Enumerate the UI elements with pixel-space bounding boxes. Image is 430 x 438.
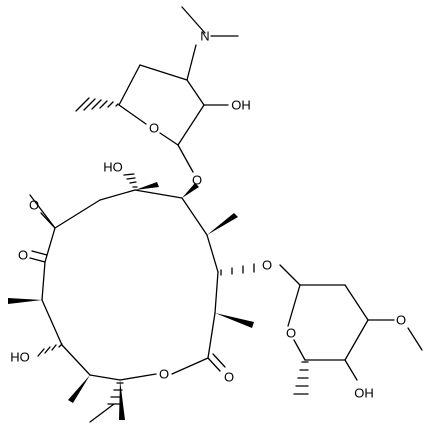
- ring-oxygen-label: O: [149, 121, 159, 136]
- bond: [41, 299, 63, 346]
- bond: [31, 250, 48, 256]
- hashed-bond: [37, 343, 63, 357]
- wedge-bond: [215, 313, 254, 328]
- oh-label: OH: [354, 386, 374, 401]
- bond: [118, 104, 147, 125]
- carbonyl-oxygen-label: O: [224, 370, 234, 385]
- bond: [186, 44, 197, 81]
- bond: [99, 189, 136, 201]
- spiro-epoxide: [29, 194, 56, 229]
- cladinose-sugar: [279, 264, 423, 395]
- glycoside-oxygen-label: O: [192, 173, 202, 188]
- bond: [40, 212, 56, 229]
- bond: [89, 374, 121, 381]
- bond: [279, 264, 301, 286]
- macrolactone-ring: [8, 173, 255, 423]
- bond: [181, 6, 206, 34]
- hashed-bond: [75, 97, 119, 112]
- wedge-bond: [68, 375, 90, 403]
- glycoside-oxygen-label: O: [262, 258, 272, 273]
- bond: [119, 373, 157, 381]
- bond: [206, 234, 219, 273]
- epoxide-oxygen-label: O: [29, 198, 39, 213]
- wedge-bond: [119, 380, 125, 420]
- bond: [344, 284, 369, 321]
- bond: [212, 353, 226, 368]
- methoxy-oxygen-label: O: [396, 313, 406, 328]
- wedge-bond: [8, 298, 42, 304]
- bond: [41, 261, 46, 301]
- bond: [29, 257, 46, 263]
- ketone-oxygen-label: O: [18, 248, 28, 263]
- bond: [181, 197, 208, 236]
- bond: [54, 199, 101, 229]
- n-dimethylamino-label: N: [200, 29, 209, 44]
- bond: [118, 64, 141, 106]
- bond: [177, 144, 194, 173]
- bond: [207, 357, 221, 372]
- bond: [344, 359, 358, 381]
- bond: [134, 189, 183, 199]
- bond: [139, 64, 188, 81]
- bond: [89, 403, 115, 423]
- bond: [159, 132, 179, 146]
- bond: [61, 344, 91, 376]
- bond: [171, 357, 209, 375]
- bond: [207, 312, 216, 359]
- bond: [344, 319, 369, 361]
- wedge-bond: [135, 182, 159, 190]
- desosamine-sugar: [75, 6, 239, 173]
- bond: [177, 104, 205, 146]
- bond: [44, 227, 56, 263]
- bond: [407, 327, 423, 351]
- bond: [29, 194, 56, 229]
- bond: [186, 79, 205, 106]
- hashed-bond: [123, 173, 138, 188]
- bond: [214, 271, 219, 314]
- wedge-bond: [182, 183, 199, 198]
- lactone-oxygen-label: O: [159, 367, 169, 382]
- ho-label: HO: [103, 160, 123, 175]
- ho-label: HO: [10, 350, 30, 365]
- ring-oxygen-label: O: [286, 326, 296, 341]
- hashed-bond: [293, 361, 309, 395]
- oh-label: OH: [231, 98, 251, 113]
- wedge-bond: [207, 213, 238, 235]
- bond: [287, 284, 301, 327]
- bond: [293, 339, 306, 361]
- hashed-bond: [220, 263, 255, 276]
